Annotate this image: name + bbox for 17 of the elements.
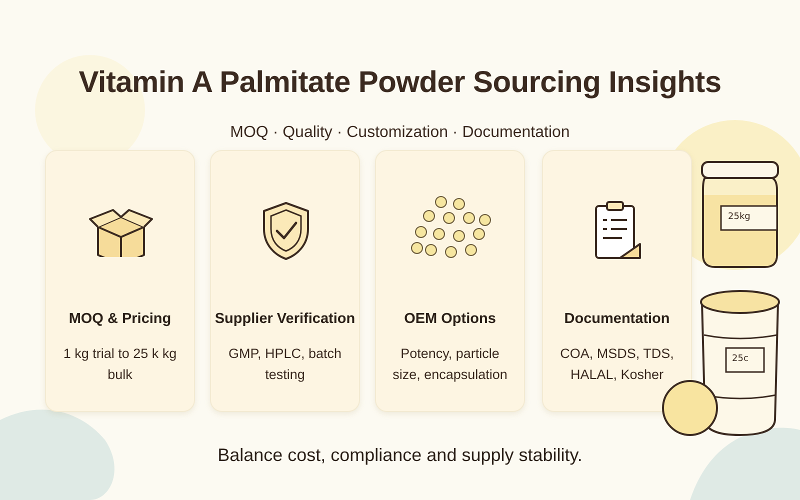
info-card xyxy=(45,150,195,412)
info-card xyxy=(210,150,360,412)
title: Vitamin A Palmitate Powder Sourcing Insights xyxy=(78,66,722,100)
subtitle: MOQ · Quality · Customization · Documentation xyxy=(229,124,571,142)
card-text: 1 kg trial to 25 k kg bulk xyxy=(62,345,178,384)
card-heading: Documentation xyxy=(563,311,671,327)
card-text: COA, MSDS, TDS, HALAL, Kosher xyxy=(559,345,675,384)
info-card xyxy=(542,150,692,412)
card-heading: OEM Options xyxy=(403,311,497,327)
caption: Balance cost, compliance and supply stability. xyxy=(216,445,584,466)
jar-label-text: 25kg xyxy=(728,212,750,222)
card-heading: Supplier Verification xyxy=(214,311,356,327)
card-text: Potency, particle size, encapsulation xyxy=(392,345,508,384)
jar-label-text: 25c xyxy=(732,354,748,364)
card-heading: MOQ & Pricing xyxy=(68,311,172,327)
info-card xyxy=(375,150,525,412)
card-text: GMP, HPLC, batch testing xyxy=(227,345,343,384)
